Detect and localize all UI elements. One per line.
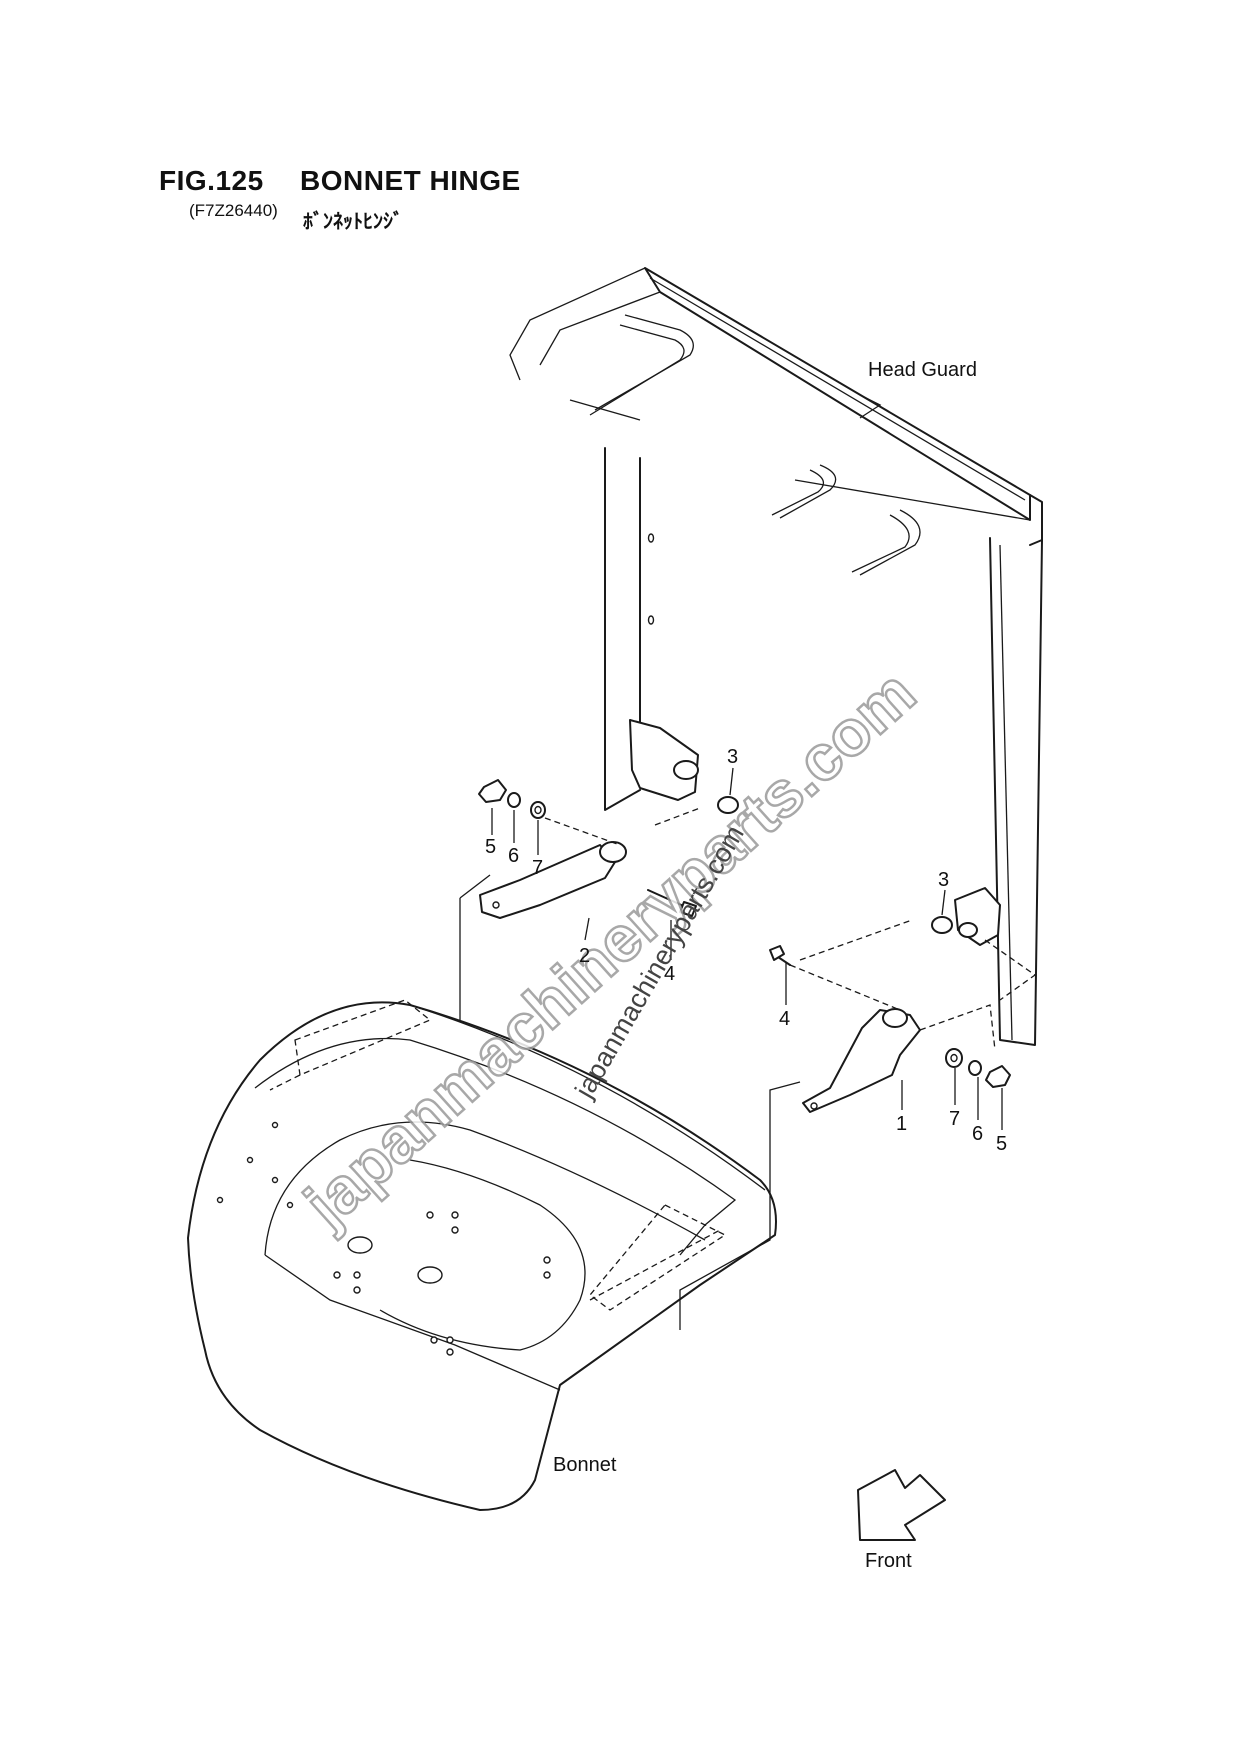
callout-4-right: 4 [779, 1008, 790, 1030]
callout-7-left: 7 [532, 857, 543, 879]
callout-1: 1 [896, 1113, 907, 1135]
figure-number: FIG.125 [159, 165, 264, 196]
callout-7-right: 7 [949, 1108, 960, 1130]
figure-title: BONNET HINGE [300, 165, 521, 196]
left-hinge-assembly [478, 779, 739, 919]
callout-5-left: 5 [485, 836, 496, 858]
callout-2: 2 [579, 945, 590, 967]
callout-3-right: 3 [938, 869, 949, 891]
right-hinge-assembly [769, 916, 1011, 1113]
nut-5-left [478, 779, 507, 803]
head-guard [509, 267, 1043, 1046]
figure-title-japanese: ﾎﾞﾝﾈｯﾄﾋﾝｼﾞ [303, 211, 403, 233]
front-direction-arrow [857, 1469, 946, 1541]
leader-lines [491, 767, 1003, 1130]
callout-3-left: 3 [727, 746, 738, 768]
callout-5-right: 5 [996, 1133, 1007, 1155]
label-bonnet: Bonnet [553, 1454, 617, 1476]
callout-6-right: 6 [972, 1123, 983, 1145]
bonnet [187, 874, 801, 1511]
drawing-code: (F7Z26440) [189, 201, 278, 220]
callout-6-left: 6 [508, 845, 519, 867]
label-head-guard: Head Guard [868, 359, 977, 381]
callout-4-left: 4 [664, 963, 675, 985]
label-front: Front [865, 1550, 912, 1572]
